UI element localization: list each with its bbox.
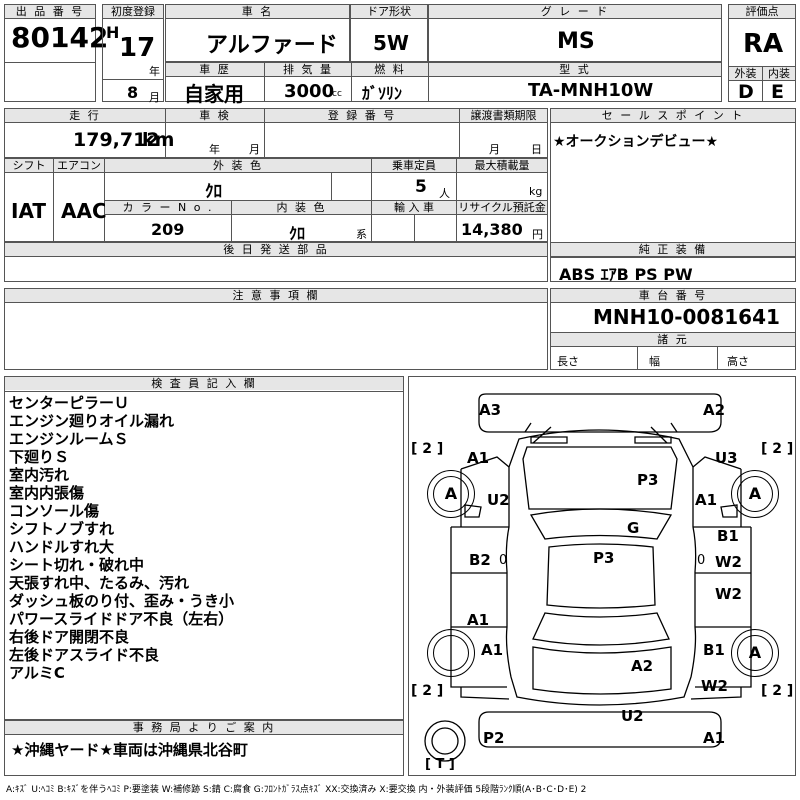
damage-p2: P2: [483, 729, 505, 747]
damage-u2-left: U2: [487, 491, 510, 509]
inspector-box: 検 査 員 記 入 欄 センターピラーＵ エンジン廻りオイル漏れ エンジンルーム…: [4, 376, 404, 720]
damage-w2-right-1: W2: [715, 553, 742, 571]
remark-line: アルミC: [9, 664, 65, 682]
remark-line: ダッシュ板のり付、歪み・うき小: [9, 592, 235, 610]
registration-month: 8: [127, 83, 139, 102]
damage-g: G: [627, 519, 640, 537]
air-conditioner: AAC: [61, 199, 107, 223]
remark-line: センターピラーＵ: [9, 394, 130, 412]
damage-b1-rear-right: B1: [703, 641, 725, 659]
remark-line: 下廻りＳ: [9, 448, 70, 466]
first-registration-box: 初度登録 H 17 年 8 月: [102, 4, 164, 104]
tire-depth-front-right: [ 2 ]: [761, 441, 794, 457]
grade-box: グ レ ー ド MS: [428, 4, 722, 62]
door-box: ドア形状 5W: [350, 4, 428, 62]
registration-year: 17: [119, 33, 156, 63]
remark-line: 天張すれ中、たるみ、汚れ: [9, 574, 190, 592]
office-note: ★沖縄ヤード★車両は沖縄県北谷町: [11, 741, 248, 759]
legend: A:ｷｽﾞ U:ﾍｺﾐ B:ｷｽﾞを伴うﾍｺﾐ P:要塗装 W:補修跡 S:錆 …: [6, 785, 587, 795]
damage-a1-front-right: A1: [695, 491, 718, 509]
spare-tire-label: [ T ]: [425, 757, 455, 772]
model-code: TA-MNH10W: [528, 80, 654, 101]
notes-box: 注 意 事 項 欄: [4, 288, 548, 370]
damage-a1-left-2: A1: [481, 641, 504, 659]
exterior-color: ｸﾛ: [205, 182, 222, 202]
lot-number: 80142: [11, 21, 109, 54]
damage-w2-right-2: W2: [715, 585, 742, 603]
remark-line: 室内内張傷: [9, 484, 85, 502]
grade: MS: [557, 29, 595, 54]
shift-type: IAT: [11, 199, 47, 223]
remark-line: エンジンルームＳ: [9, 430, 129, 448]
interior-grade: E: [771, 81, 784, 103]
fuel: ｶﾞｿﾘﾝ: [362, 84, 403, 103]
office-box: 事 務 局 よ り ご 案 内 ★沖縄ヤード★車両は沖縄県北谷町: [4, 720, 404, 776]
damage-u3: U3: [715, 449, 738, 467]
score: RA: [743, 29, 784, 59]
vehicle-spec-box: シフト エアコン 外 装 色 乗車定員 最大積載量 IAT AAC ｸﾛ 5 人…: [4, 158, 548, 243]
factory-equipment: ABS ｴｱB PS PW: [559, 265, 693, 284]
mark-right: 0: [697, 553, 706, 568]
remark-line: シフトノブすれ: [9, 520, 115, 538]
sales-point-box: セ ー ル ス ポ イ ン ト ★オークションデビュー★: [550, 108, 796, 258]
chassis-box: 車 台 番 号 MNH10-0081641 諸 元 長さ 幅 高さ: [550, 288, 796, 370]
damage-w2-rear-right: W2: [701, 677, 728, 695]
door-type: 5W: [373, 31, 409, 55]
remark-line: シート切れ・破れ中: [9, 556, 145, 574]
sales-point: ★オークションデビュー★: [553, 134, 719, 150]
first-registration-label: 初度登録: [103, 5, 163, 18]
remark-line: パワースライドドア不良（左右）: [9, 610, 234, 628]
damage-a1-rear-left: A1: [467, 611, 490, 629]
chassis-number: MNH10-0081641: [593, 305, 780, 329]
wheel-front-left: A: [427, 470, 475, 518]
vehicle-history: 自家用: [184, 82, 244, 106]
lot-number-label: 出 品 番 号: [5, 5, 95, 18]
remark-line: コンソール傷: [9, 502, 100, 520]
car-name: アルファード: [206, 33, 338, 58]
wheel-front-right: A: [731, 470, 779, 518]
damage-b2-left: B2: [469, 551, 491, 569]
damage-a2-rear: A2: [631, 657, 654, 675]
damage-a3: A3: [479, 401, 502, 419]
score-box: 評価点 RA 外装 内装 D E: [728, 4, 796, 103]
damage-a1-rear: A1: [703, 729, 726, 747]
damage-a2-front: A2: [703, 401, 726, 419]
equipment-box: 純 正 装 備 ABS ｴｱB PS PW: [550, 242, 796, 284]
recycle-fee: 14,380: [461, 220, 523, 239]
exterior-grade: D: [738, 81, 754, 103]
damage-u2-rear: U2: [621, 707, 644, 725]
tire-depth-rear-right: [ 2 ]: [761, 683, 794, 699]
remark-line: 右後ドア開閉不良: [9, 628, 130, 646]
lot-number-box: 出 品 番 号 80142: [4, 4, 108, 102]
wheel-rear-right: A: [731, 629, 779, 677]
damage-a1-front-left: A1: [467, 449, 490, 467]
remark-line: 室内汚れ: [9, 466, 70, 484]
wheel-rear-left: [427, 629, 475, 677]
era: H: [106, 23, 120, 42]
mark-left: 0: [499, 553, 508, 568]
seating-capacity: 5: [415, 177, 427, 197]
history-row: 車 歴 排 気 量 燃 料 型 式 自家用 3000 cc ｶﾞｿﾘﾝ TA-M…: [165, 62, 722, 106]
remark-line: ハンドルすれ大: [9, 538, 115, 556]
tire-depth-front-left: [ 2 ]: [411, 441, 444, 457]
later-parts-box: 後 日 発 送 部 品: [4, 242, 548, 282]
remark-line: 左後ドアスライド不良: [9, 646, 160, 664]
car-name-box: 車 名 アルファード: [165, 4, 350, 62]
mileage: 179,712: [73, 129, 160, 151]
remark-line: エンジン廻りオイル漏れ: [9, 412, 175, 430]
color-number: 209: [151, 220, 185, 239]
condition-diagram: A A A A3 A2 A1 U3 U2 P3 A1 G B1 B2 P3 W2…: [408, 376, 796, 776]
tire-depth-rear-left: [ 2 ]: [411, 683, 444, 699]
interior-color: ｸﾛ: [289, 224, 306, 243]
damage-p3-roof: P3: [593, 549, 615, 567]
displacement: 3000: [284, 81, 335, 102]
damage-b1-right: B1: [717, 527, 739, 545]
car-outline: [424, 393, 752, 762]
mileage-box: 走 行 車 検 登 録 番 号 譲渡書類期限 179,712 km 年 月 月 …: [4, 108, 548, 158]
damage-p3-hood: P3: [637, 471, 659, 489]
